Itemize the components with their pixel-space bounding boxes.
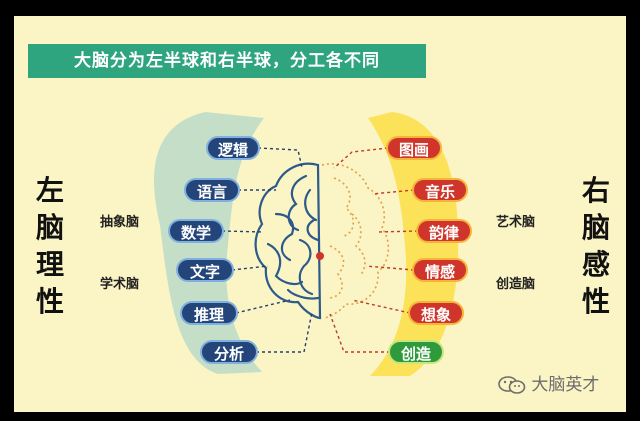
brain-right-dotted xyxy=(321,163,390,319)
label-academic-brain: 学术脑 xyxy=(100,277,140,292)
pill-reasoning: 推理 xyxy=(180,301,238,325)
pill-rhythm: 韵律 xyxy=(416,219,472,243)
pill-imagination: 想象 xyxy=(408,301,464,325)
label-abstract-brain: 抽象脑 xyxy=(100,215,140,230)
wechat-icon xyxy=(498,376,526,394)
diagram-background xyxy=(14,16,626,412)
pill-logic: 逻辑 xyxy=(206,136,260,160)
right-connectors xyxy=(329,147,419,353)
left-connectors xyxy=(221,147,313,353)
brain-icon xyxy=(254,162,322,320)
diagram-title: 大脑分为左半球和右半球，分工各不同 xyxy=(28,44,426,78)
center-dot xyxy=(316,252,324,260)
watermark: 大脑英才 xyxy=(498,370,599,395)
watermark-text: 大脑英才 xyxy=(531,375,600,395)
pill-emotion: 情感 xyxy=(412,258,468,282)
right-title-char: 性 xyxy=(581,285,610,318)
pill-music: 音乐 xyxy=(412,178,468,202)
right-brain-title: 右 脑 感 性 xyxy=(579,172,613,320)
left-title-char: 性 xyxy=(35,285,64,318)
left-brain-title: 左 脑 理 性 xyxy=(33,172,67,320)
right-title-char: 右 xyxy=(581,174,610,207)
label-creative-brain: 创造脑 xyxy=(496,277,536,292)
pill-math: 数学 xyxy=(168,219,224,243)
right-title-char: 脑 xyxy=(581,211,610,244)
left-title-char: 脑 xyxy=(35,211,64,244)
pill-writing: 文字 xyxy=(176,258,234,282)
pill-language: 语言 xyxy=(184,178,240,202)
label-art-brain: 艺术脑 xyxy=(496,215,536,230)
right-title-char: 感 xyxy=(581,248,610,281)
left-title-char: 理 xyxy=(35,248,64,281)
left-title-char: 左 xyxy=(35,174,64,207)
pill-pictures: 图画 xyxy=(386,136,442,160)
pill-analysis: 分析 xyxy=(200,340,258,364)
pill-creativity: 创造 xyxy=(388,340,444,364)
